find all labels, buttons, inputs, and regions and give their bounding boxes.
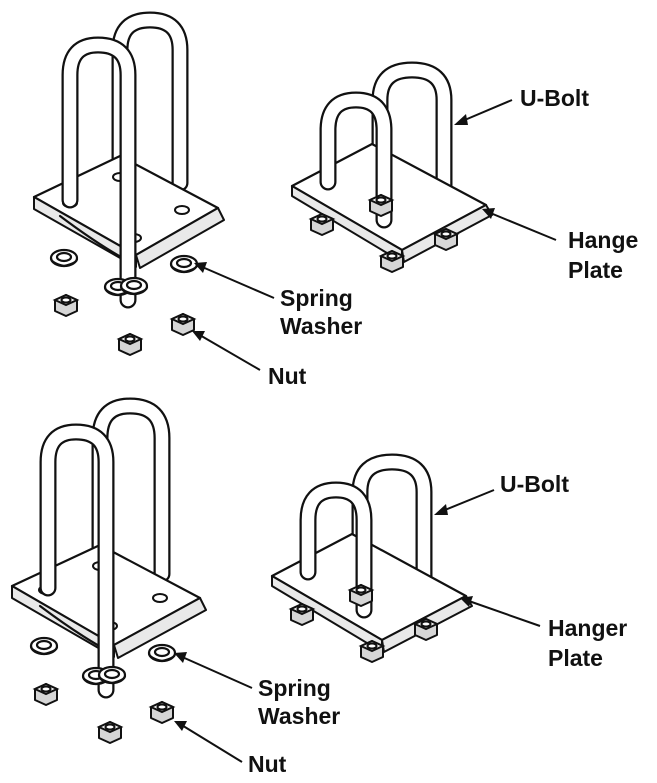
top-assembled-unit [290,61,493,273]
bottom-nut-label: Nut [248,751,287,777]
bottom-leader-lines [174,489,541,763]
bottom-spring-washer-label-line1: Spring [258,675,331,701]
top-leader-lines [192,99,557,371]
bottom-hanger-label-line1: Hanger [548,615,627,641]
top-nut-label: Nut [268,363,307,389]
bottom-hanger-label-line2: Plate [548,645,603,671]
top-u-bolt-label: U-Bolt [520,85,589,111]
bottom-assembled-unit [270,453,473,663]
top-hanger-label-line1: Hange [568,227,638,253]
top-spring-washer-label-line2: Washer [280,313,362,339]
bottom-exploded-assembly [10,397,207,744]
bottom-u-bolt-label: U-Bolt [500,471,569,497]
top-hanger-label-line2: Plate [568,257,623,283]
top-exploded-assembly [32,11,225,356]
bottom-spring-washer-label-line2: Washer [258,703,340,729]
top-spring-washer-label-line1: Spring [280,285,353,311]
